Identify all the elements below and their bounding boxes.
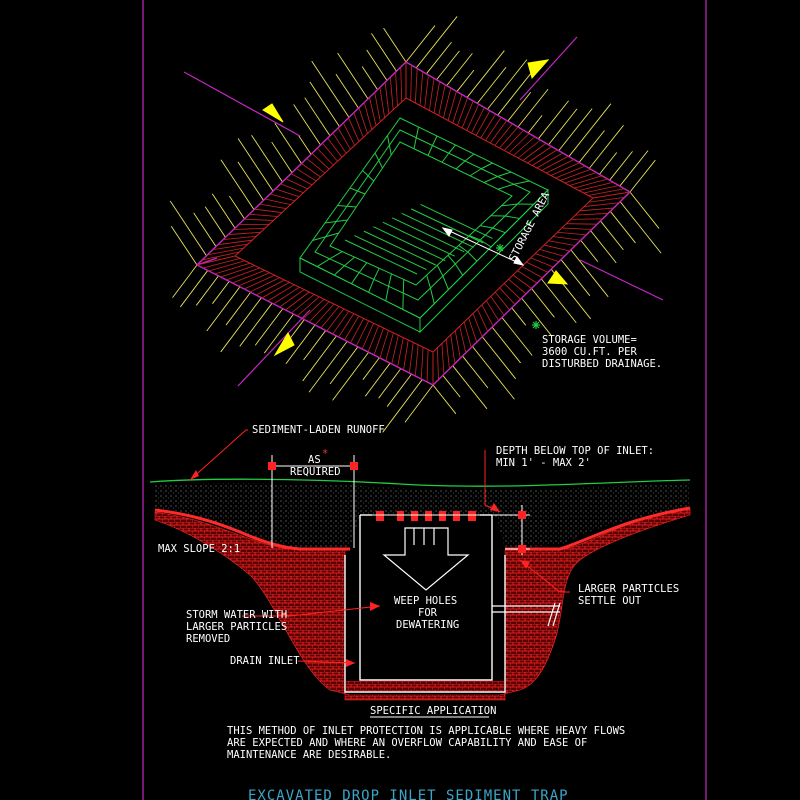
isometric-view: STORAGE AREA STORAGE VOLUME= 3600 CU.FT.… — [169, 16, 664, 433]
sediment-runoff-label: SEDIMENT-LADEN RUNOFF — [252, 424, 385, 436]
storm-water-line-3: REMOVED — [186, 633, 230, 645]
ground-surface-top — [149, 478, 691, 487]
asterisk-icon — [496, 244, 540, 329]
note-line-3: MAINTENANCE ARE DESIRABLE. — [227, 749, 391, 761]
drawing-frame — [142, 0, 707, 800]
storage-volume-line-3: DISTURBED DRAINAGE. — [542, 358, 662, 370]
weep-holes-line-1: WEEP HOLES — [394, 595, 457, 607]
sediment-band — [155, 483, 690, 548]
pit-wall-hatch — [196, 62, 631, 385]
ground-slope-hatch — [169, 16, 662, 433]
pit-bottom-outline — [234, 97, 594, 353]
note-line-2: ARE EXPECTED AND WHERE AN OVERFLOW CAPAB… — [227, 737, 587, 749]
depth-label-line-2: MIN 1' - MAX 2' — [496, 457, 591, 469]
flow-down-arrow-icon — [382, 527, 470, 591]
as-label: AS — [308, 454, 321, 466]
drawing-title: EXCAVATED DROP INLET SEDIMENT TRAP — [248, 788, 569, 800]
flow-arrow-icon — [547, 270, 569, 285]
max-slope-label: MAX SLOPE 2:1 — [158, 543, 240, 555]
flow-lines — [183, 36, 664, 387]
weep-holes-line-2: FOR — [418, 607, 438, 619]
drain-inlet-label: DRAIN INLET — [230, 655, 300, 667]
note-line-1: THIS METHOD OF INLET PROTECTION IS APPLI… — [227, 725, 625, 737]
as-required-dimension — [271, 455, 355, 548]
stone-block-ring — [299, 117, 549, 334]
storage-area-label: STORAGE AREA — [507, 190, 552, 264]
section-view: AS * REQUIRED SEDIMENT-LADEN RUNOFF DEPT… — [149, 424, 691, 800]
flow-arrows — [262, 59, 569, 357]
required-label: REQUIRED — [290, 466, 341, 478]
specific-application-heading: SPECIFIC APPLICATION — [370, 705, 496, 717]
storage-volume-line-1: STORAGE VOLUME= — [542, 334, 637, 346]
weep-holes-line-3: DEWATERING — [396, 619, 459, 631]
larger-particles-line-1: LARGER PARTICLES — [578, 583, 679, 595]
storm-water-line-1: STORM WATER WITH — [186, 609, 287, 621]
storage-area-dimension — [441, 227, 525, 266]
pit-lining — [154, 508, 350, 551]
inlet-floor — [346, 681, 504, 691]
storage-volume-line-2: 3600 CU.FT. PER — [542, 346, 638, 358]
larger-particles-line-2: SETTLE OUT — [578, 595, 642, 607]
inlet-grate — [376, 511, 476, 521]
outlet-pipe — [492, 602, 561, 627]
flow-arrow-icon — [262, 103, 284, 123]
flow-arrow-icon — [273, 331, 295, 357]
flow-arrow-icon — [527, 59, 550, 80]
depth-label-line-1: DEPTH BELOW TOP OF INLET: — [496, 445, 654, 457]
storm-water-line-2: LARGER PARTICLES — [186, 621, 287, 633]
soil-mass — [154, 507, 691, 701]
dimension-tick-icon — [268, 462, 358, 470]
as-asterisk: * — [322, 448, 328, 460]
